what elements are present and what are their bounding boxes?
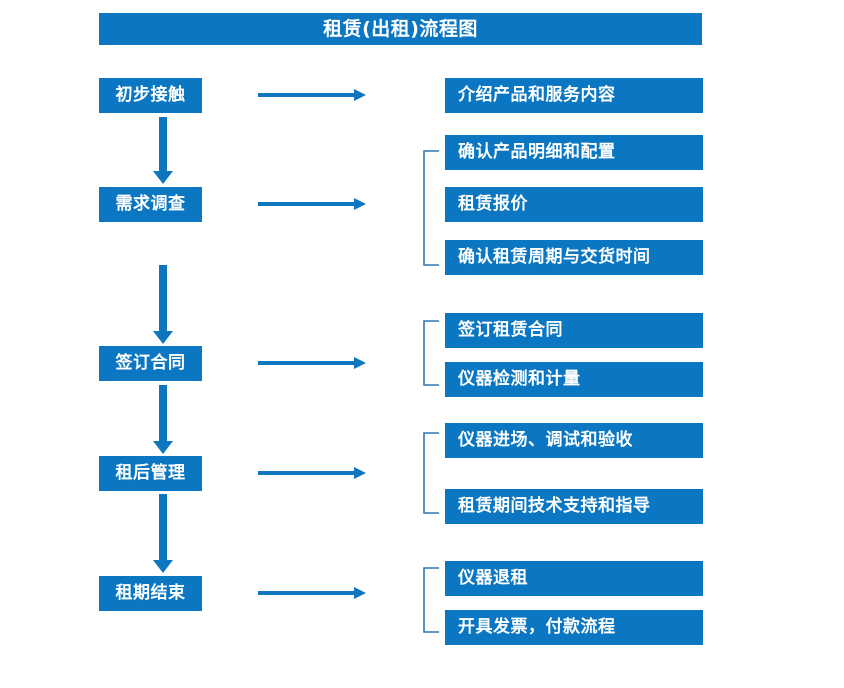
diagram-title-bar: 租赁(出租)流程图 bbox=[99, 13, 702, 45]
task-box-3-2[interactable]: 仪器检测和计量 bbox=[445, 362, 703, 397]
stage-label-2: 需求调查 bbox=[115, 194, 186, 214]
task-box-2-3[interactable]: 确认租赁周期与交货时间 bbox=[445, 240, 703, 275]
task-label-5-2: 开具发票，付款流程 bbox=[458, 617, 616, 637]
connector-arrow-right-1 bbox=[258, 84, 368, 106]
stage-label-1: 初步接触 bbox=[115, 85, 186, 105]
task-box-4-1[interactable]: 仪器进场、调试和验收 bbox=[445, 423, 703, 458]
connector-arrow-right-4 bbox=[258, 462, 368, 484]
task-label-4-1: 仪器进场、调试和验收 bbox=[458, 430, 633, 450]
diagram-title: 租赁(出租)流程图 bbox=[323, 17, 478, 40]
task-label-3-2: 仪器检测和计量 bbox=[458, 369, 581, 389]
flow-arrow-down-3 bbox=[151, 385, 175, 455]
task-label-5-1: 仪器退租 bbox=[458, 568, 528, 588]
stage-box-5[interactable]: 租期结束 bbox=[99, 576, 202, 611]
task-label-2-2: 租赁报价 bbox=[458, 194, 528, 214]
task-label-3-1: 签订租赁合同 bbox=[458, 320, 563, 340]
task-box-3-1[interactable]: 签订租赁合同 bbox=[445, 313, 703, 348]
stage-label-4: 租后管理 bbox=[115, 463, 186, 483]
stage-box-3[interactable]: 签订合同 bbox=[99, 346, 202, 381]
flow-arrow-down-1 bbox=[151, 117, 175, 185]
group-bracket-5 bbox=[422, 567, 440, 633]
flow-arrow-down-2 bbox=[151, 265, 175, 345]
task-label-1-1: 介绍产品和服务内容 bbox=[458, 85, 616, 105]
task-label-2-1: 确认产品明细和配置 bbox=[458, 142, 616, 162]
stage-label-3: 签订合同 bbox=[115, 353, 186, 373]
stage-box-1[interactable]: 初步接触 bbox=[99, 78, 202, 113]
task-label-2-3: 确认租赁周期与交货时间 bbox=[458, 247, 651, 267]
task-box-4-2[interactable]: 租赁期间技术支持和指导 bbox=[445, 489, 703, 524]
group-bracket-2 bbox=[422, 150, 440, 266]
task-box-5-2[interactable]: 开具发票，付款流程 bbox=[445, 610, 703, 645]
stage-box-2[interactable]: 需求调查 bbox=[99, 187, 202, 222]
task-label-4-2: 租赁期间技术支持和指导 bbox=[458, 496, 651, 516]
group-bracket-4 bbox=[422, 432, 440, 514]
task-box-2-2[interactable]: 租赁报价 bbox=[445, 187, 703, 222]
task-box-1-1[interactable]: 介绍产品和服务内容 bbox=[445, 78, 703, 113]
connector-arrow-right-2 bbox=[258, 193, 368, 215]
stage-box-4[interactable]: 租后管理 bbox=[99, 456, 202, 491]
connector-arrow-right-5 bbox=[258, 582, 368, 604]
flow-arrow-down-4 bbox=[151, 494, 175, 574]
task-box-2-1[interactable]: 确认产品明细和配置 bbox=[445, 135, 703, 170]
group-bracket-3 bbox=[422, 320, 440, 386]
connector-arrow-right-3 bbox=[258, 352, 368, 374]
task-box-5-1[interactable]: 仪器退租 bbox=[445, 561, 703, 596]
stage-label-5: 租期结束 bbox=[115, 583, 186, 603]
